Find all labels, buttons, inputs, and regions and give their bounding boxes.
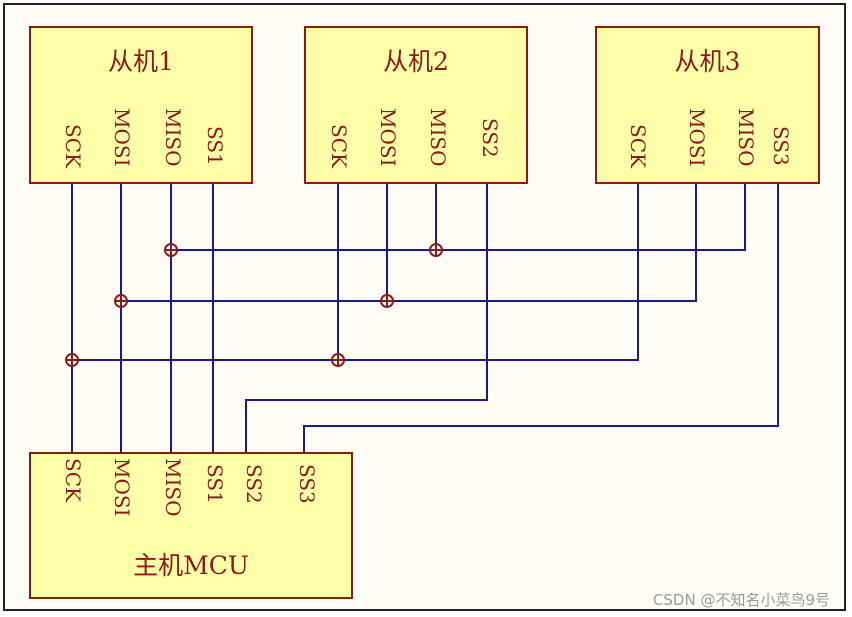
slave-2-title: 从机2	[383, 47, 449, 76]
slave-3-box: 从机3	[595, 26, 820, 184]
junction-sck-slave1	[65, 353, 79, 367]
master-pin-sck: SCK	[61, 458, 85, 502]
junction-mosi-slave2	[380, 294, 394, 308]
slave-3-pin-sck: SCK	[626, 124, 650, 168]
slave-2-pin-ss2: SS2	[478, 118, 502, 158]
master-pin-ss1: SS1	[203, 464, 227, 504]
slave-3-pin-ss3: SS3	[769, 126, 793, 166]
slave-1-pin-mosi: MOSI	[110, 108, 134, 167]
wire-ss3	[303, 184, 779, 452]
slave-2-box: 从机2	[304, 26, 528, 184]
slave-3-pin-mosi: MOSI	[685, 108, 709, 167]
wire-ss2	[245, 184, 488, 452]
master-pin-ss2: SS2	[242, 464, 266, 504]
slave-2-pin-mosi: MOSI	[376, 108, 400, 167]
watermark: CSDN @不知名小菜鸟9号	[652, 591, 830, 609]
slave-3-pin-miso: MISO	[734, 108, 758, 167]
slave-1-box: 从机1	[29, 26, 253, 184]
junction-miso-slave2	[429, 243, 443, 257]
wire-sck-bus	[72, 184, 639, 361]
slave-2-pin-sck: SCK	[327, 124, 351, 168]
wire-miso-bus	[171, 184, 746, 251]
master-pin-mosi: MOSI	[110, 458, 134, 517]
junction-miso-slave1	[164, 243, 178, 257]
junction-sck-slave2	[331, 353, 345, 367]
master-pin-miso: MISO	[161, 458, 185, 517]
wire-mosi-bus	[121, 184, 697, 302]
slave-2-pin-miso: MISO	[426, 108, 450, 167]
junction-mosi-slave1	[114, 294, 128, 308]
slave-1-pin-miso: MISO	[161, 108, 185, 167]
slave-1-title: 从机1	[108, 47, 174, 76]
master-mcu-box: 主机MCU	[29, 452, 353, 599]
slave-3-title: 从机3	[674, 47, 741, 76]
master-pin-ss3: SS3	[295, 464, 319, 504]
slave-1-pin-sck: SCK	[61, 124, 85, 168]
master-mcu-title: 主机MCU	[133, 551, 249, 580]
slave-1-pin-ss1: SS1	[203, 126, 227, 166]
